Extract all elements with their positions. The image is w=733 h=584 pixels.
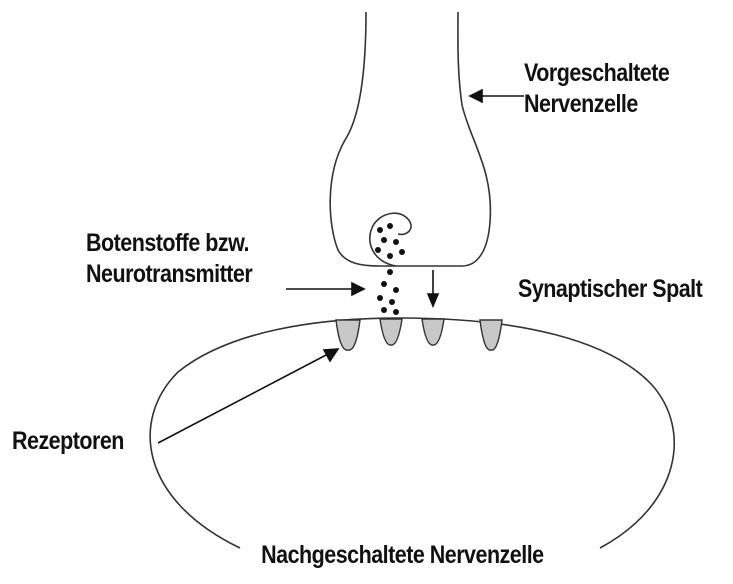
label-receptors-text: Rezeptoren xyxy=(12,426,124,457)
label-pre-neuron: Vorgeschaltete Nervenzelle xyxy=(524,58,669,121)
label-neurotransmitter: Botenstoffe bzw. Neurotransmitter xyxy=(86,228,252,291)
label-receptors: Rezeptoren xyxy=(12,426,124,457)
label-synaptic-cleft: Synaptischer Spalt xyxy=(518,274,702,305)
arrow-head-transmitter xyxy=(352,283,364,295)
label-post-neuron-text: Nachgeschaltete Nervenzelle xyxy=(261,540,543,571)
neurotransmitter-dots-cleft xyxy=(377,269,399,315)
neurotransmitter-dots-vesicle xyxy=(375,223,405,259)
label-pre-neuron-line2: Nervenzelle xyxy=(524,89,669,120)
label-synaptic-cleft-text: Synaptischer Spalt xyxy=(518,274,702,305)
postsynaptic-cell xyxy=(150,318,674,548)
receptor-2 xyxy=(380,319,402,345)
arrow-head-receptor xyxy=(324,349,338,361)
receptor-4 xyxy=(480,320,502,350)
label-pre-neuron-line1: Vorgeschaltete xyxy=(524,58,669,89)
arrow-head-pre xyxy=(470,90,482,102)
label-neurotransmitter-line1: Botenstoffe bzw. xyxy=(86,228,252,259)
arrow-head-cleft xyxy=(428,294,438,306)
label-neurotransmitter-line2: Neurotransmitter xyxy=(86,259,252,290)
label-post-neuron: Nachgeschaltete Nervenzelle xyxy=(256,540,549,571)
receptors xyxy=(336,319,502,350)
receptor-3 xyxy=(422,319,444,345)
receptor-1 xyxy=(336,320,360,350)
